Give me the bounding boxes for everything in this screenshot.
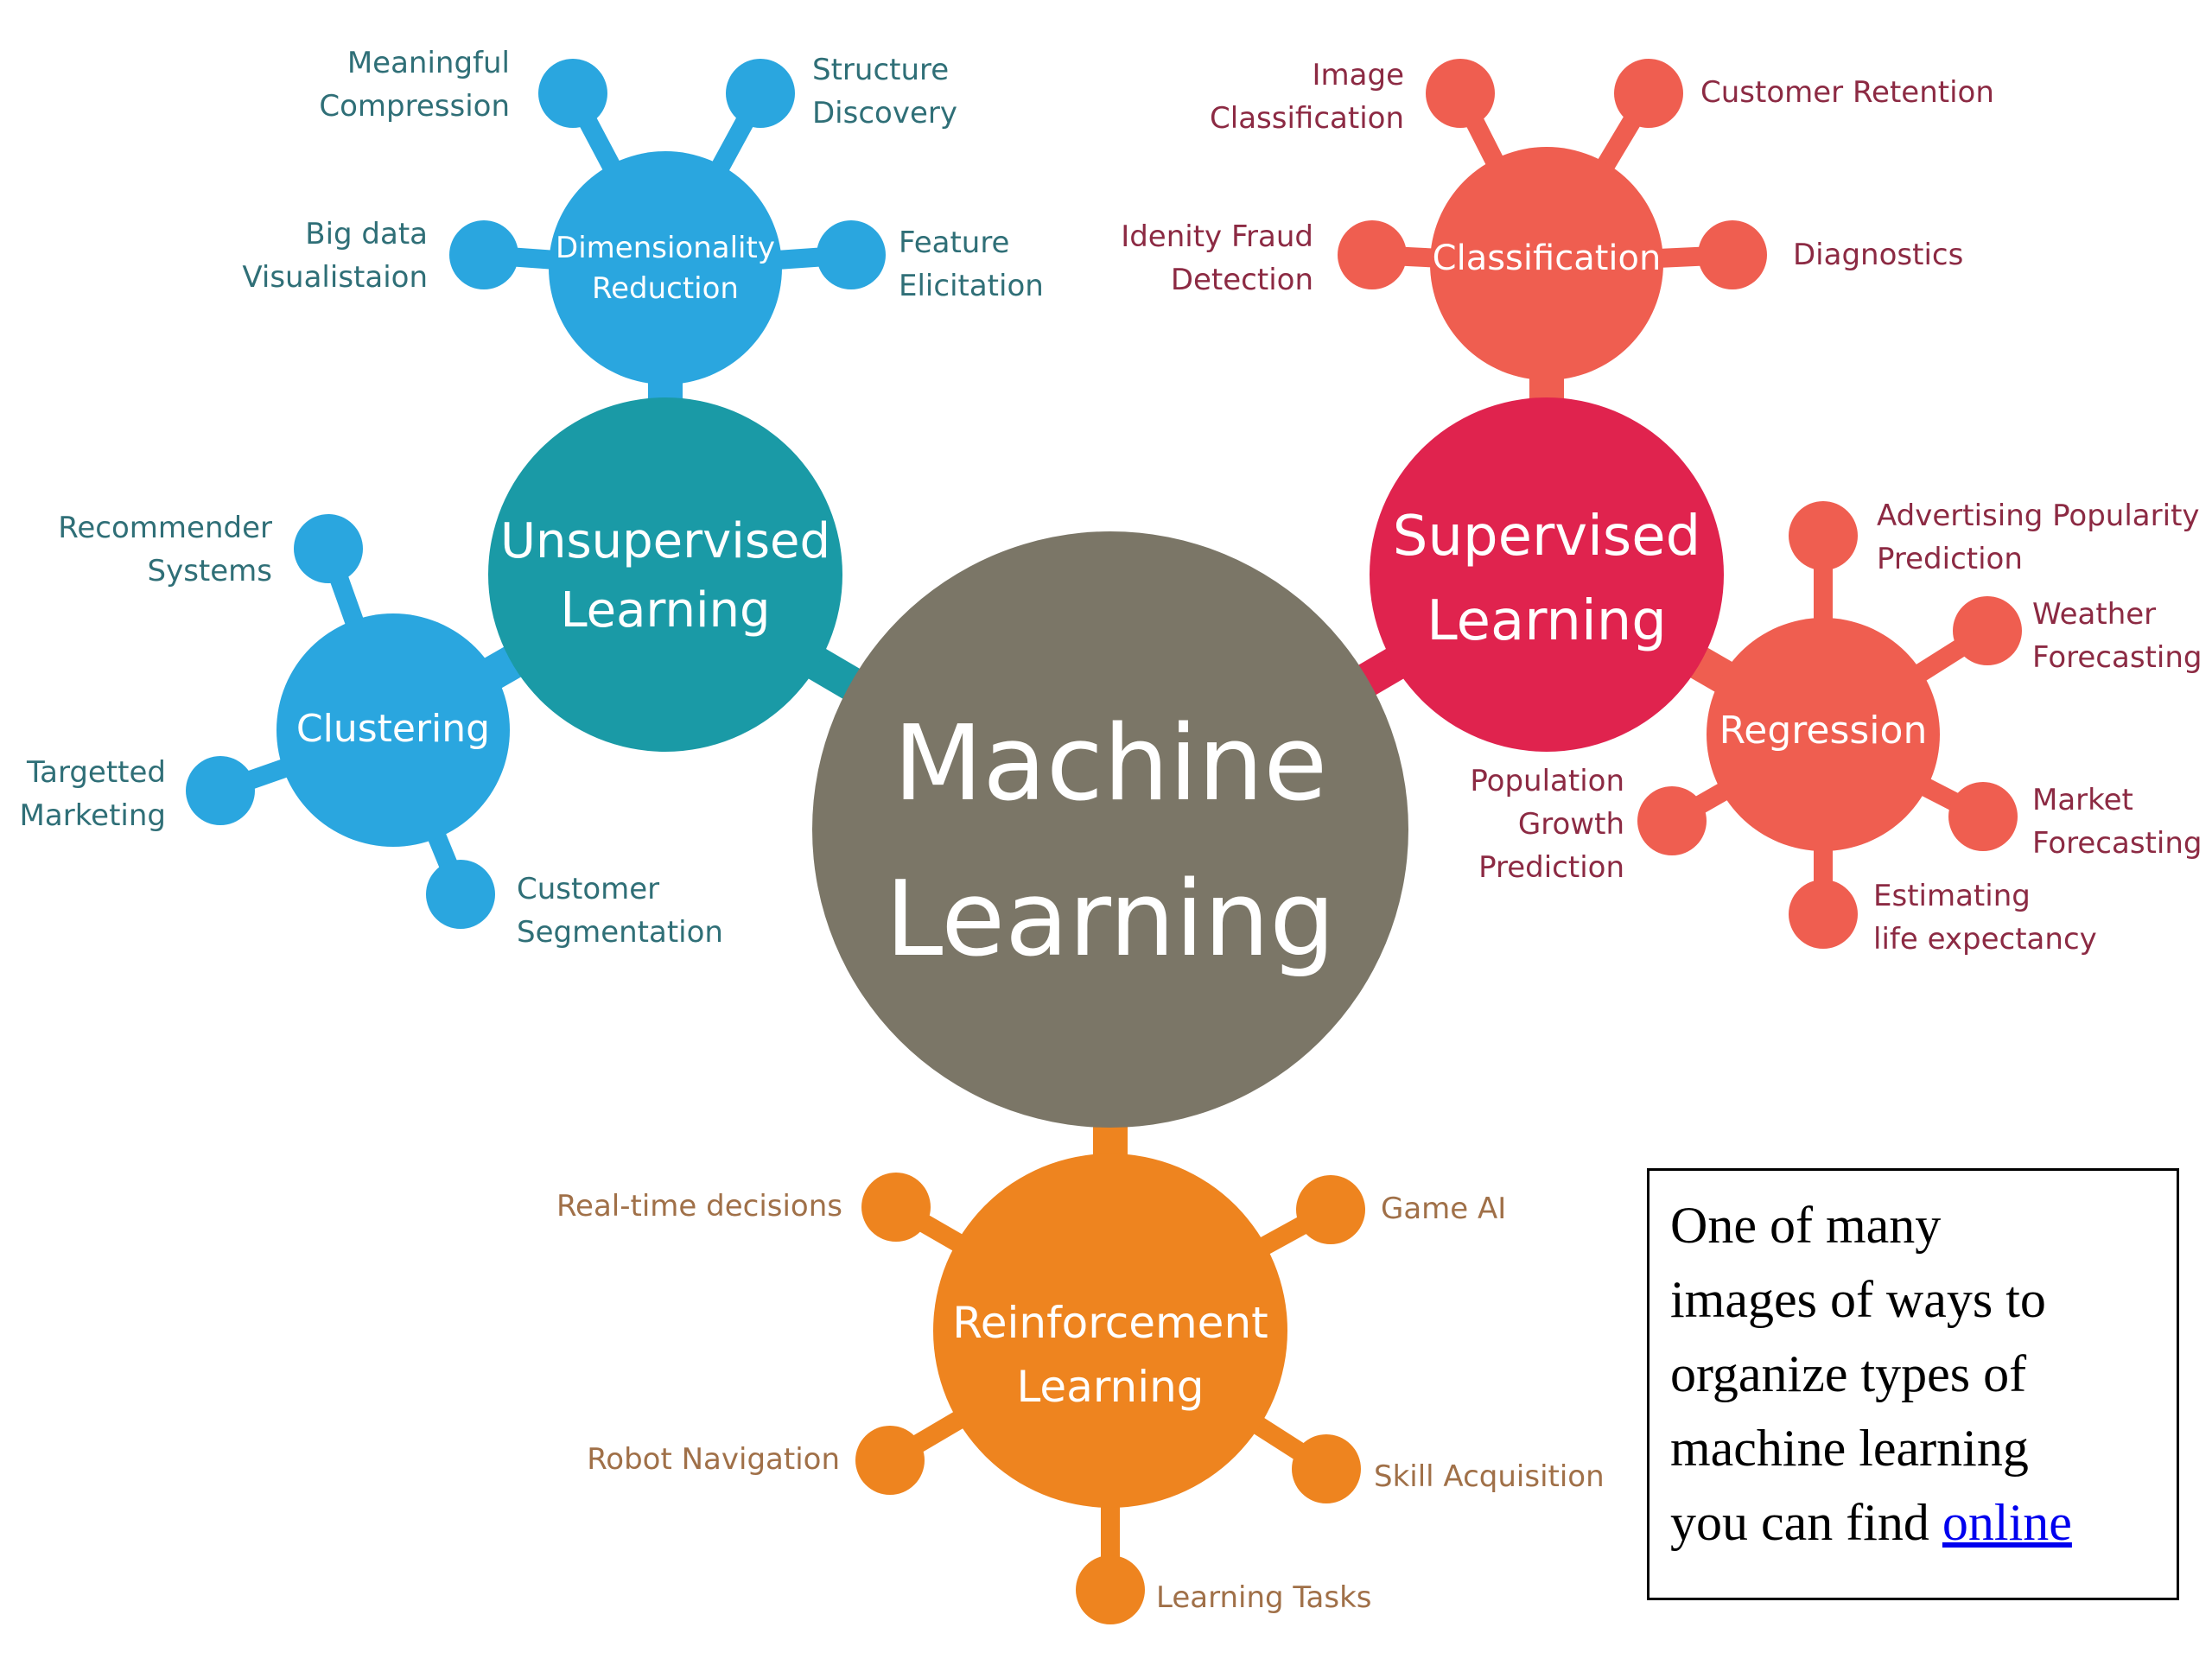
leaf-label-weather-forecasting: Weather [2032, 597, 2156, 632]
leaf-node-game-ai [1296, 1175, 1365, 1244]
leaf-label-feature-elicitation: Feature [899, 226, 1009, 260]
clustering-node [276, 613, 510, 847]
leaf-node-meaningful-compression [538, 59, 607, 128]
leaf-label-customer-segmentation: Customer [517, 872, 659, 906]
leaf-node-identity-fraud-detection [1338, 220, 1407, 289]
leaf-label-real-time-decisions: Real-time decisions [556, 1189, 842, 1224]
leaf-node-big-data-visualisation [449, 220, 518, 289]
supervised-hub-label-line2: Learning [1427, 589, 1667, 653]
leaf-label-market-forecasting-line2: Forecasting [2032, 826, 2202, 861]
reinforcement-learning-node [933, 1154, 1287, 1508]
leaf-label-targetted-marketing: Targetted [26, 755, 166, 790]
leaf-label-population-growth-line3: Prediction [1478, 850, 1624, 885]
regression-node [1707, 618, 1940, 851]
leaf-node-advertising-popularity [1789, 501, 1858, 570]
leaf-label-advertising-popularity-line2: Prediction [1877, 542, 2023, 576]
leaf-label-advertising-popularity: Advertising Popularity [1877, 499, 2200, 533]
leaf-label-skill-acquisition: Skill Acquisition [1374, 1459, 1605, 1494]
leaf-label-customer-retention: Customer Retention [1700, 75, 1994, 110]
leaf-node-structure-discovery [726, 59, 795, 128]
supervised-learning-node [1370, 397, 1724, 752]
leaf-label-image-classification: Image [1313, 58, 1404, 92]
leaf-label-life-expectancy-line2: life expectancy [1873, 922, 2097, 957]
leaf-label-structure-discovery-line2: Discovery [812, 96, 957, 130]
leaf-node-weather-forecasting [1953, 596, 2022, 665]
leaf-label-weather-forecasting-line2: Forecasting [2032, 640, 2202, 675]
leaf-node-recommender-systems [294, 514, 363, 583]
reinforcement-hub-label-line2: Learning [1016, 1362, 1204, 1412]
caption-line: images of ways to [1670, 1271, 2046, 1328]
caption-line: organize types of [1670, 1345, 2027, 1402]
leaf-node-life-expectancy [1789, 880, 1858, 949]
leaf-label-meaningful-compression-line2: Compression [319, 89, 510, 124]
unsupervised-hub-label: Unsupervised [500, 513, 830, 569]
leaf-node-population-growth [1637, 786, 1707, 855]
leaf-label-learning-tasks: Learning Tasks [1156, 1580, 1372, 1615]
leaf-label-game-ai: Game AI [1381, 1192, 1506, 1226]
caption-box: One of many images of ways to organize t… [1647, 1168, 2179, 1600]
leaf-label-population-growth: Population [1470, 764, 1624, 798]
leaf-label-robot-navigation: Robot Navigation [587, 1442, 840, 1477]
leaf-label-meaningful-compression: Meaningful [347, 46, 510, 80]
dimensionality-reduction-label: Dimensionality [556, 231, 775, 265]
leaf-label-market-forecasting: Market [2032, 783, 2133, 817]
classification-label: Classification [1433, 238, 1662, 278]
reinforcement-hub-label: Reinforcement [952, 1298, 1268, 1348]
leaf-node-targetted-marketing [186, 756, 255, 825]
dimensionality-reduction-label-line2: Reduction [592, 271, 739, 306]
caption-line: you can find online [1670, 1485, 2158, 1560]
leaf-label-identity-fraud-line2: Detection [1171, 263, 1313, 297]
leaf-label-recommender-systems-line2: Systems [148, 554, 273, 588]
leaf-label-customer-segmentation-line2: Segmentation [517, 915, 723, 950]
caption-line: machine learning [1670, 1420, 2029, 1477]
leaf-label-identity-fraud: Idenity Fraud [1121, 219, 1313, 254]
online-link[interactable]: online [1942, 1494, 2072, 1551]
dimensionality-reduction-node [549, 151, 782, 385]
machine-learning-center-node [812, 531, 1408, 1128]
caption-text: you can find [1670, 1494, 1942, 1551]
leaf-node-image-classification [1426, 59, 1495, 128]
leaf-label-big-data: Big data [305, 217, 428, 251]
center-title-line2: Learning [886, 860, 1336, 980]
leaf-label-feature-elicitation-line2: Elicitation [899, 269, 1044, 303]
leaf-node-robot-navigation [855, 1426, 925, 1495]
leaf-label-recommender-systems: Recommender [58, 511, 272, 545]
leaf-node-customer-retention [1614, 59, 1683, 128]
leaf-label-population-growth-line2: Growth [1518, 807, 1624, 842]
leaf-label-structure-discovery: Structure [812, 53, 949, 87]
supervised-hub-label: Supervised [1393, 505, 1701, 569]
unsupervised-learning-node [488, 397, 842, 752]
leaf-node-group [186, 59, 2022, 1624]
leaf-label-targetted-marketing-line2: Marketing [20, 798, 166, 833]
leaf-label-diagnostics: Diagnostics [1793, 238, 1963, 272]
regression-label: Regression [1719, 709, 1928, 753]
leaf-node-customer-segmentation [426, 860, 495, 929]
leaf-node-real-time-decisions [861, 1173, 931, 1242]
leaf-node-skill-acquisition [1292, 1434, 1361, 1503]
leaf-label-life-expectancy: Estimating [1873, 879, 2031, 913]
leaf-node-learning-tasks [1076, 1555, 1145, 1624]
center-title: Machine [893, 704, 1327, 824]
leaf-node-market-forecasting [1948, 782, 2018, 851]
leaf-node-feature-elicitation [817, 220, 886, 289]
classification-node [1430, 147, 1663, 380]
leaf-label-big-data-line2: Visualistaion [242, 260, 428, 295]
leaf-node-diagnostics [1698, 220, 1767, 289]
clustering-label: Clustering [296, 707, 490, 751]
caption-line: One of many [1670, 1197, 1942, 1254]
unsupervised-hub-label-line2: Learning [560, 582, 770, 639]
leaf-label-image-classification-line2: Classification [1210, 101, 1404, 136]
